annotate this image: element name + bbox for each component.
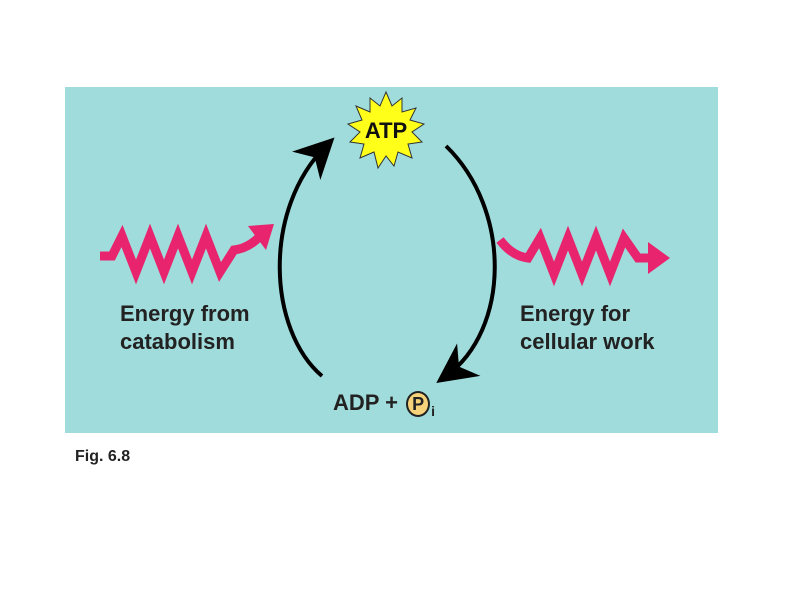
adp-text: ADP +	[333, 390, 399, 415]
phosphate-subscript: i	[431, 403, 436, 419]
atp-label: ATP	[364, 118, 408, 143]
energy-out-zigzag	[496, 225, 650, 287]
figure-caption: Fig. 6.8	[75, 448, 131, 465]
energy-in-line1: Energy from	[120, 301, 250, 326]
energy-in-zigzag	[100, 223, 266, 285]
hydrolysis-arrow	[436, 144, 497, 384]
energy-in-label: Energy from catabolism	[120, 300, 250, 356]
atp-burst-icon	[346, 90, 426, 170]
phosphate-circle-icon: P	[406, 391, 431, 418]
energy-out-line2: cellular work	[520, 329, 655, 354]
energy-in-arrowhead	[248, 224, 274, 250]
energy-out-arrowhead	[648, 242, 670, 274]
synthesis-arrow	[277, 137, 335, 378]
energy-out-label: Energy for cellular work	[520, 300, 655, 356]
energy-out-line1: Energy for	[520, 301, 631, 326]
energy-in-line2: catabolism	[120, 329, 235, 354]
